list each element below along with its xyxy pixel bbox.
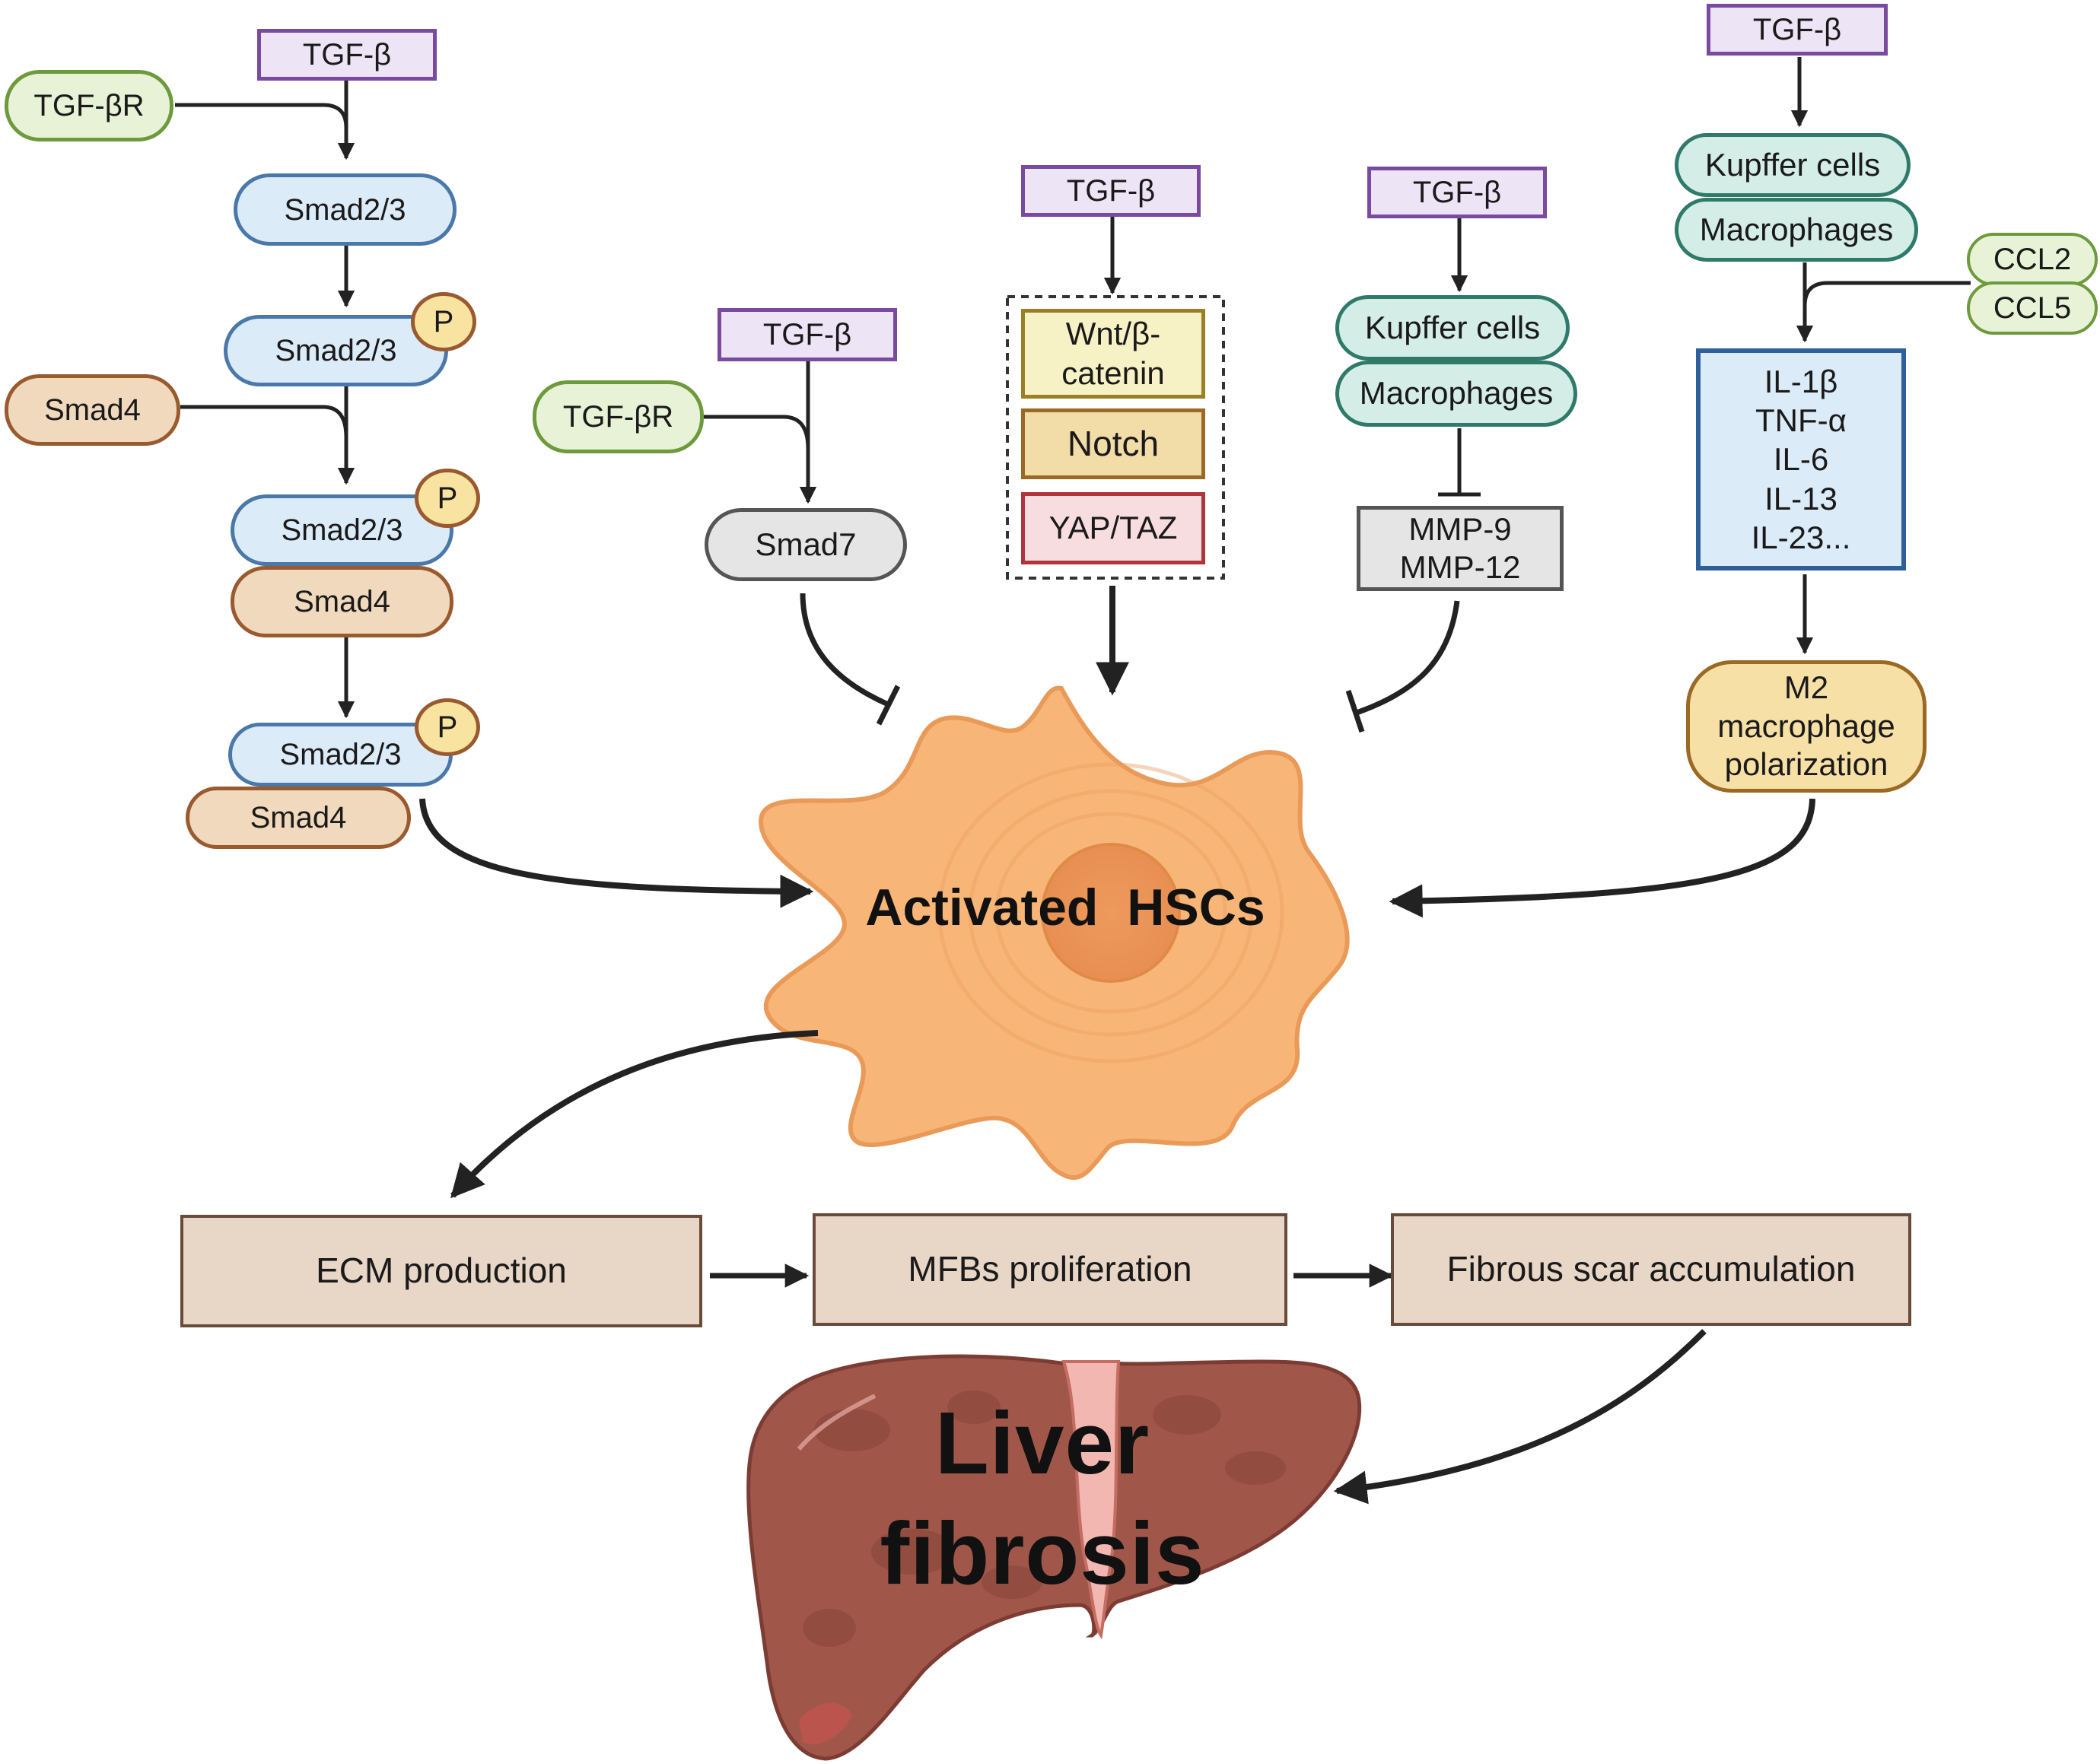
cytokine-tnfa: TNF-α (1755, 402, 1847, 439)
smad4-complex-1: Smad4 (231, 566, 453, 637)
yap-taz-box: YAP/TAZ (1021, 492, 1205, 564)
wnt-beta-catenin-box: Wnt/β- catenin (1021, 309, 1205, 399)
m2-line-2: macrophage (1717, 707, 1895, 744)
cytokine-il13: IL-13 (1764, 480, 1838, 516)
outcome-connectors (450, 1030, 1707, 1505)
hsc-cell-illustration (758, 685, 1350, 1180)
mmp-kupffer-cells: Kupffer cells (1335, 295, 1570, 361)
phospho-badge-1: P (411, 292, 476, 351)
fibrous-scar-box: Fibrous scar accumulation (1391, 1213, 1911, 1326)
ccl5-chemokine: CCL5 (1967, 281, 2098, 335)
m2-polarization-node: M2 macrophage polarization (1686, 660, 1927, 793)
smad23-node-3: Smad2/3 (231, 494, 453, 566)
smad7-tgf-beta-ligand: TGF-β (718, 308, 897, 361)
mmp12-label: MMP-12 (1399, 549, 1521, 585)
smad4-node-input: Smad4 (5, 374, 180, 446)
ccl2-chemokine: CCL2 (1967, 233, 2098, 286)
smad4-complex-2: Smad4 (186, 787, 411, 849)
smad7-tgf-beta-receptor: TGF-βR (533, 380, 704, 453)
cytokine-kupffer-cells: Kupffer cells (1675, 133, 1911, 197)
cytokine-il23: IL-23... (1751, 519, 1851, 555)
ecm-production-box: ECM production (180, 1215, 702, 1327)
mmp-tgf-beta-ligand: TGF-β (1367, 167, 1547, 218)
mmp-macrophages: Macrophages (1335, 361, 1577, 427)
smad23-node-1: Smad2/3 (234, 173, 457, 246)
wnt-line-1: Wnt/β- (1065, 315, 1161, 351)
m2-line-3: polarization (1724, 746, 1888, 783)
crosstalk-tgf-beta-ligand: TGF-β (1021, 165, 1201, 217)
phospho-badge-3: P (415, 698, 480, 756)
notch-box: Notch (1021, 408, 1205, 479)
activated-hsc-label: Activated HSCs (865, 878, 1265, 936)
smad7-inhibitor-node: Smad7 (705, 508, 907, 581)
cytokine-pathway-connectors (1389, 57, 1971, 918)
smad-pathway-connectors (175, 80, 814, 908)
liver-fibrosis-label: Liver fibrosis (761, 1394, 1324, 1603)
mmp9-label: MMP-9 (1408, 510, 1512, 547)
wnt-line-2: catenin (1061, 355, 1165, 391)
cytokine-list-box: IL-1β TNF-α IL-6 IL-13 IL-23... (1696, 348, 1906, 571)
phospho-badge-2: P (415, 469, 480, 528)
smad7-pathway-connectors (704, 358, 901, 726)
smad23-node-2: Smad2/3 (224, 315, 448, 386)
smad-tgf-beta-ligand: TGF-β (257, 29, 437, 81)
smad-tgf-beta-receptor: TGF-βR (5, 70, 173, 141)
cytokine-macrophages: Macrophages (1675, 198, 1918, 262)
mmp-pathway-connectors (1345, 218, 1481, 733)
crosstalk-pathway-connectors (1006, 217, 1225, 696)
cytokine-tgf-beta-ligand: TGF-β (1707, 4, 1888, 56)
m2-line-1: M2 (1783, 669, 1829, 706)
liver-illustration (746, 1354, 1362, 1761)
mmp-box: MMP-9 MMP-12 (1357, 506, 1564, 591)
cytokine-il1b: IL-1β (1764, 363, 1838, 399)
mfb-proliferation-box: MFBs proliferation (813, 1213, 1287, 1326)
cytokine-il6: IL-6 (1773, 441, 1829, 478)
